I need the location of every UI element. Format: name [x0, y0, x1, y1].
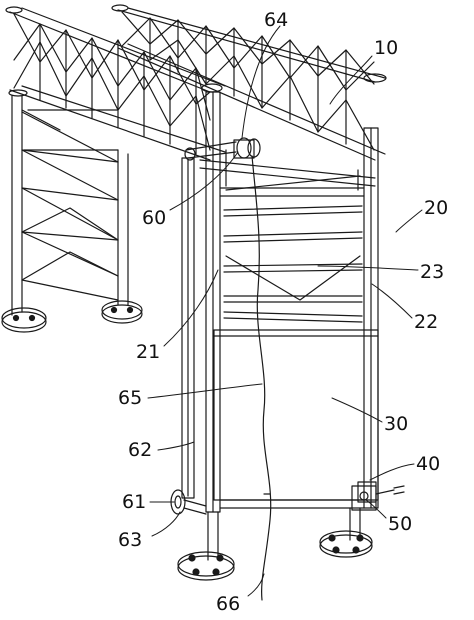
- drive-unit: [351, 481, 405, 511]
- cable-mechanism: [170, 137, 272, 601]
- leader-62: [157, 441, 195, 451]
- callout-64: 64: [264, 9, 288, 31]
- callout-40: 40: [416, 453, 440, 475]
- upper-truss-bridge: [5, 4, 387, 191]
- callout-20: 20: [424, 197, 448, 219]
- gate-frame: [205, 91, 379, 513]
- leader-64: [241, 25, 281, 139]
- leader-63: [151, 511, 181, 537]
- callout-66: 66: [216, 593, 240, 615]
- callout-labels: 64 10 20 60 23 22 21 65 30 62 40 61 50 6…: [118, 9, 448, 615]
- leader-65: [147, 383, 263, 399]
- leader-66: [247, 573, 265, 597]
- callout-22: 22: [414, 311, 438, 333]
- leader-30: [331, 397, 383, 423]
- leader-10: [329, 55, 373, 105]
- leader-60: [169, 151, 239, 211]
- leader-50: [365, 499, 387, 519]
- leader-lines: [147, 25, 423, 597]
- leader-20: [395, 209, 423, 233]
- leader-21: [163, 269, 219, 347]
- callout-62: 62: [128, 439, 152, 461]
- callout-60: 60: [142, 207, 166, 229]
- gate-foot-plates: [177, 507, 373, 581]
- callout-65: 65: [118, 387, 142, 409]
- callout-63: 63: [118, 529, 142, 551]
- left-support-tower: [1, 95, 143, 333]
- callout-61: 61: [122, 491, 146, 513]
- leader-40: [369, 463, 415, 481]
- leader-23: [317, 265, 419, 271]
- leader-22: [371, 283, 413, 319]
- callout-10: 10: [374, 37, 398, 59]
- callout-23: 23: [420, 261, 444, 283]
- callout-50: 50: [388, 513, 412, 535]
- guard-plate: [213, 329, 379, 501]
- callout-21: 21: [136, 341, 160, 363]
- callout-30: 30: [384, 413, 408, 435]
